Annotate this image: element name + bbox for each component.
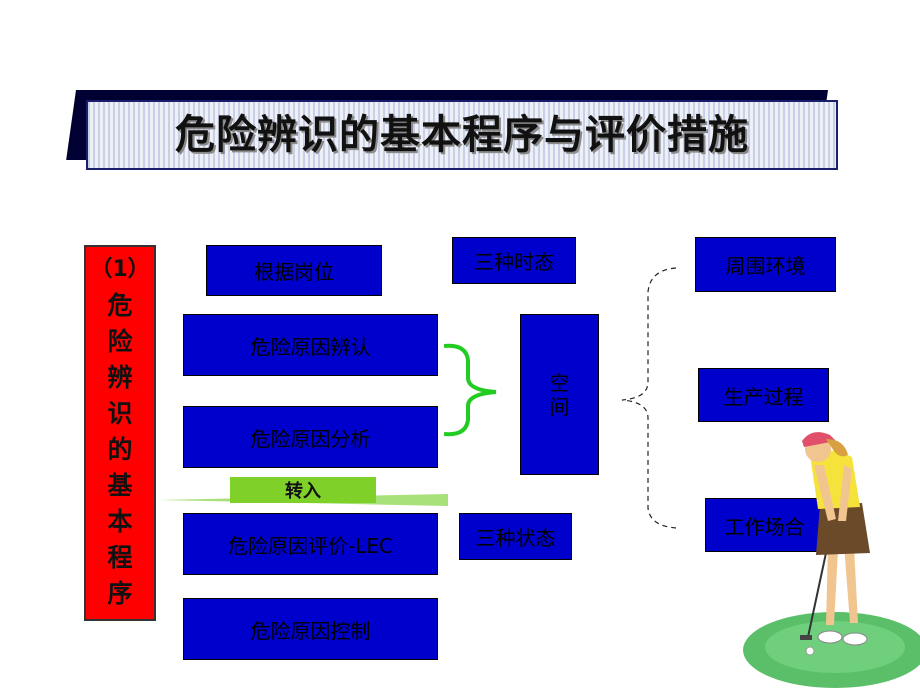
golfer-illustration <box>743 432 920 688</box>
side-label-char: 序 <box>107 579 133 608</box>
box-by-post: 根据岗位 <box>206 245 382 296</box>
side-label-box <box>84 245 156 621</box>
side-label-char: 程 <box>107 543 133 572</box>
side-label-char: 识 <box>107 399 133 428</box>
green-brace <box>443 343 497 437</box>
side-label-number: （1） <box>90 257 150 282</box>
box-surroundings: 周围环境 <box>695 237 836 292</box>
side-label-char: 的 <box>107 435 133 464</box>
box-space-char: 空 <box>549 370 570 395</box>
side-label: （1） 危 险 辨 识 的 基 本 程 序 <box>84 252 156 612</box>
box-identify: 危险原因辨认 <box>183 314 438 376</box>
side-label-char: 本 <box>107 507 133 536</box>
box-control: 危险原因控制 <box>183 598 438 660</box>
dashed-brace <box>621 267 677 529</box>
box-evaluate: 危险原因评价-LEC <box>183 513 438 575</box>
box-analyze: 危险原因分析 <box>183 406 438 468</box>
title-banner <box>86 100 838 170</box>
box-three-states: 三种状态 <box>459 513 572 560</box>
box-production: 生产过程 <box>698 368 829 422</box>
side-label-char: 危 <box>107 291 133 320</box>
side-label-char: 险 <box>107 327 133 356</box>
side-label-char: 基 <box>107 471 133 500</box>
arrow-label: 转入 <box>230 477 376 503</box>
box-workplace: 工作场合 <box>705 498 824 552</box>
page-title: 危险辨识的基本程序与评价措施 <box>175 112 749 158</box>
box-three-tenses: 三种时态 <box>452 237 576 284</box>
side-label-char: 辨 <box>107 363 133 392</box>
box-space-char: 间 <box>549 394 570 419</box>
box-space: 空 间 <box>520 314 599 475</box>
